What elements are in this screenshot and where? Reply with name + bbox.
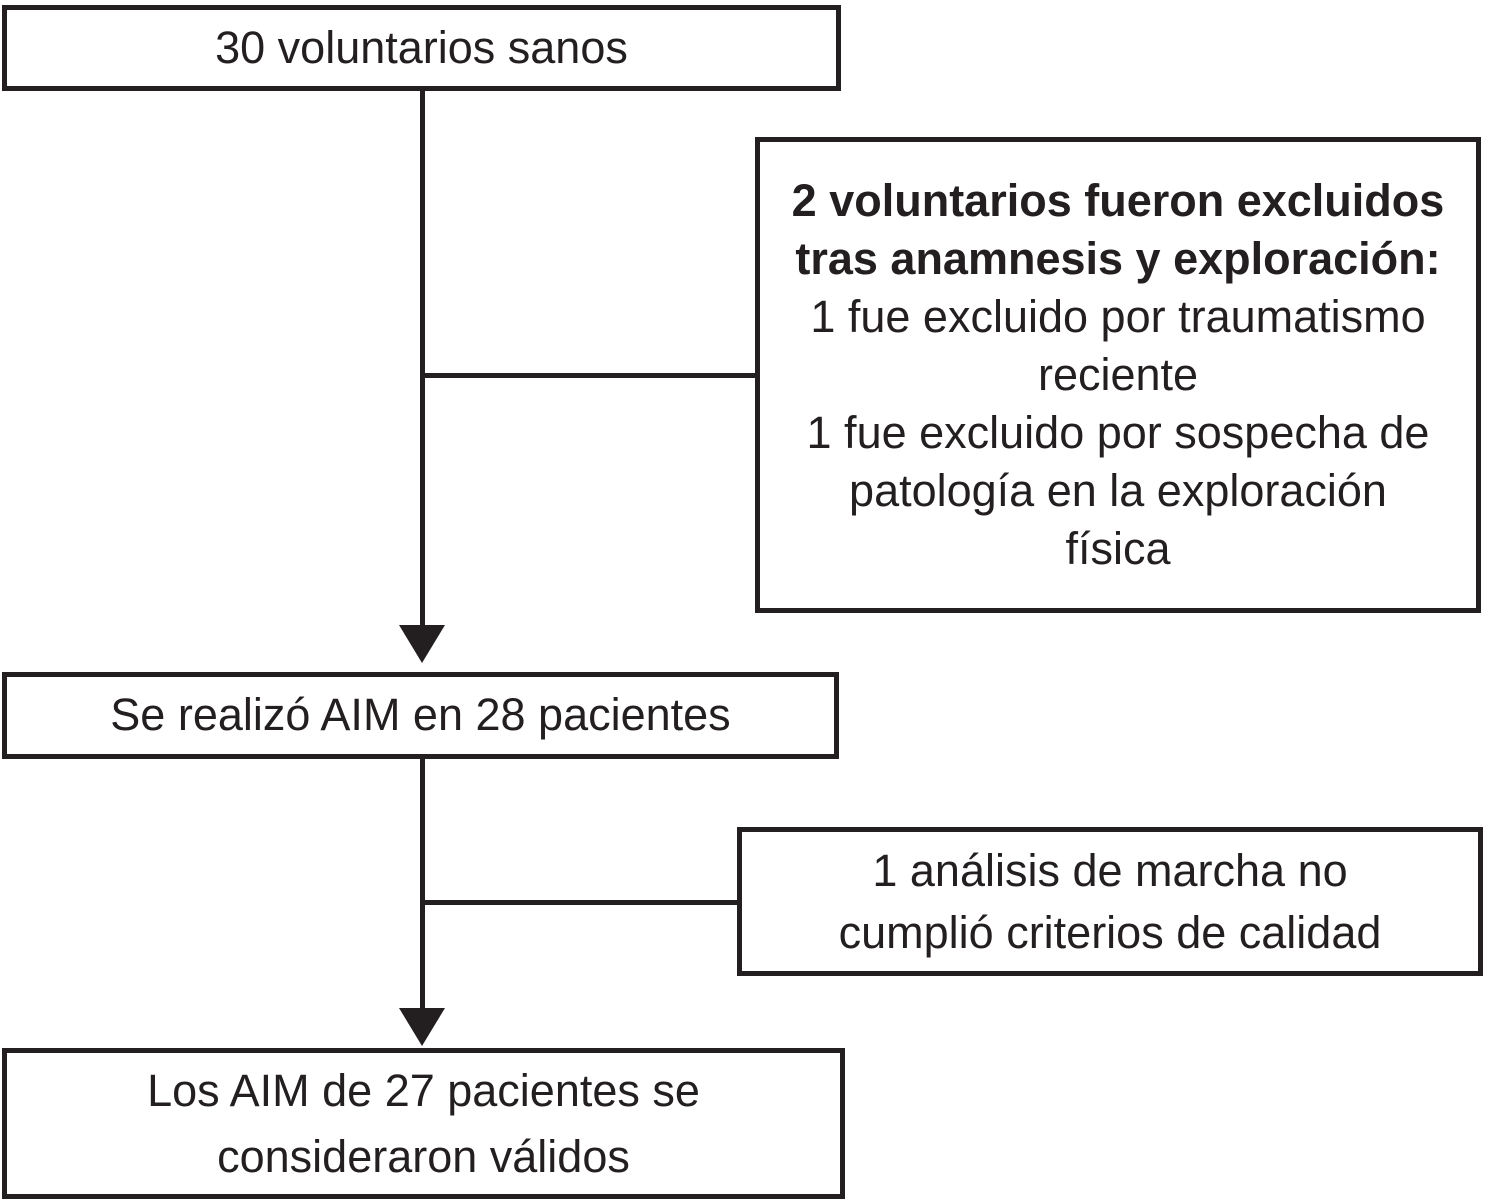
node-exclusion-line: patología en la exploración: [849, 465, 1387, 516]
connector-quality-horizontal: [420, 900, 737, 905]
node-exclusion-line: tras anamnesis y exploración:: [795, 233, 1441, 284]
node-valid-aim: Los AIM de 27 pacientes se consideraron …: [2, 1048, 845, 1199]
node-valid-aim-line: Los AIM de 27 pacientes se: [147, 1064, 700, 1116]
node-volunteers-label: 30 voluntarios sanos: [215, 21, 628, 73]
connector-middle-vertical: [420, 758, 425, 1012]
node-valid-aim-line: consideraron válidos: [217, 1130, 630, 1182]
connector-top-vertical: [420, 90, 425, 627]
arrowhead-down-icon: [399, 1008, 445, 1046]
node-quality-line: 1 análisis de marcha no: [872, 844, 1348, 896]
node-quality-line: cumplió criterios de calidad: [838, 906, 1382, 958]
node-exclusion: 2 voluntarios fueron excluidos tras anam…: [755, 137, 1481, 613]
node-exclusion-line: 2 voluntarios fueron excluidos: [791, 175, 1445, 226]
arrowhead-down-icon: [399, 625, 445, 663]
node-exclusion-line: reciente: [1037, 349, 1199, 400]
node-exclusion-line: 1 fue excluido por sospecha de: [806, 407, 1430, 458]
node-exclusion-line: 1 fue excluido por traumatismo: [810, 291, 1426, 342]
node-quality: 1 análisis de marcha no cumplió criterio…: [737, 827, 1483, 976]
node-aim-performed: Se realizó AIM en 28 pacientes: [2, 672, 839, 759]
connector-exclusion-horizontal: [420, 373, 755, 378]
node-volunteers: 30 voluntarios sanos: [2, 5, 841, 91]
node-aim-performed-label: Se realizó AIM en 28 pacientes: [110, 689, 731, 741]
node-exclusion-line: física: [1065, 523, 1171, 574]
